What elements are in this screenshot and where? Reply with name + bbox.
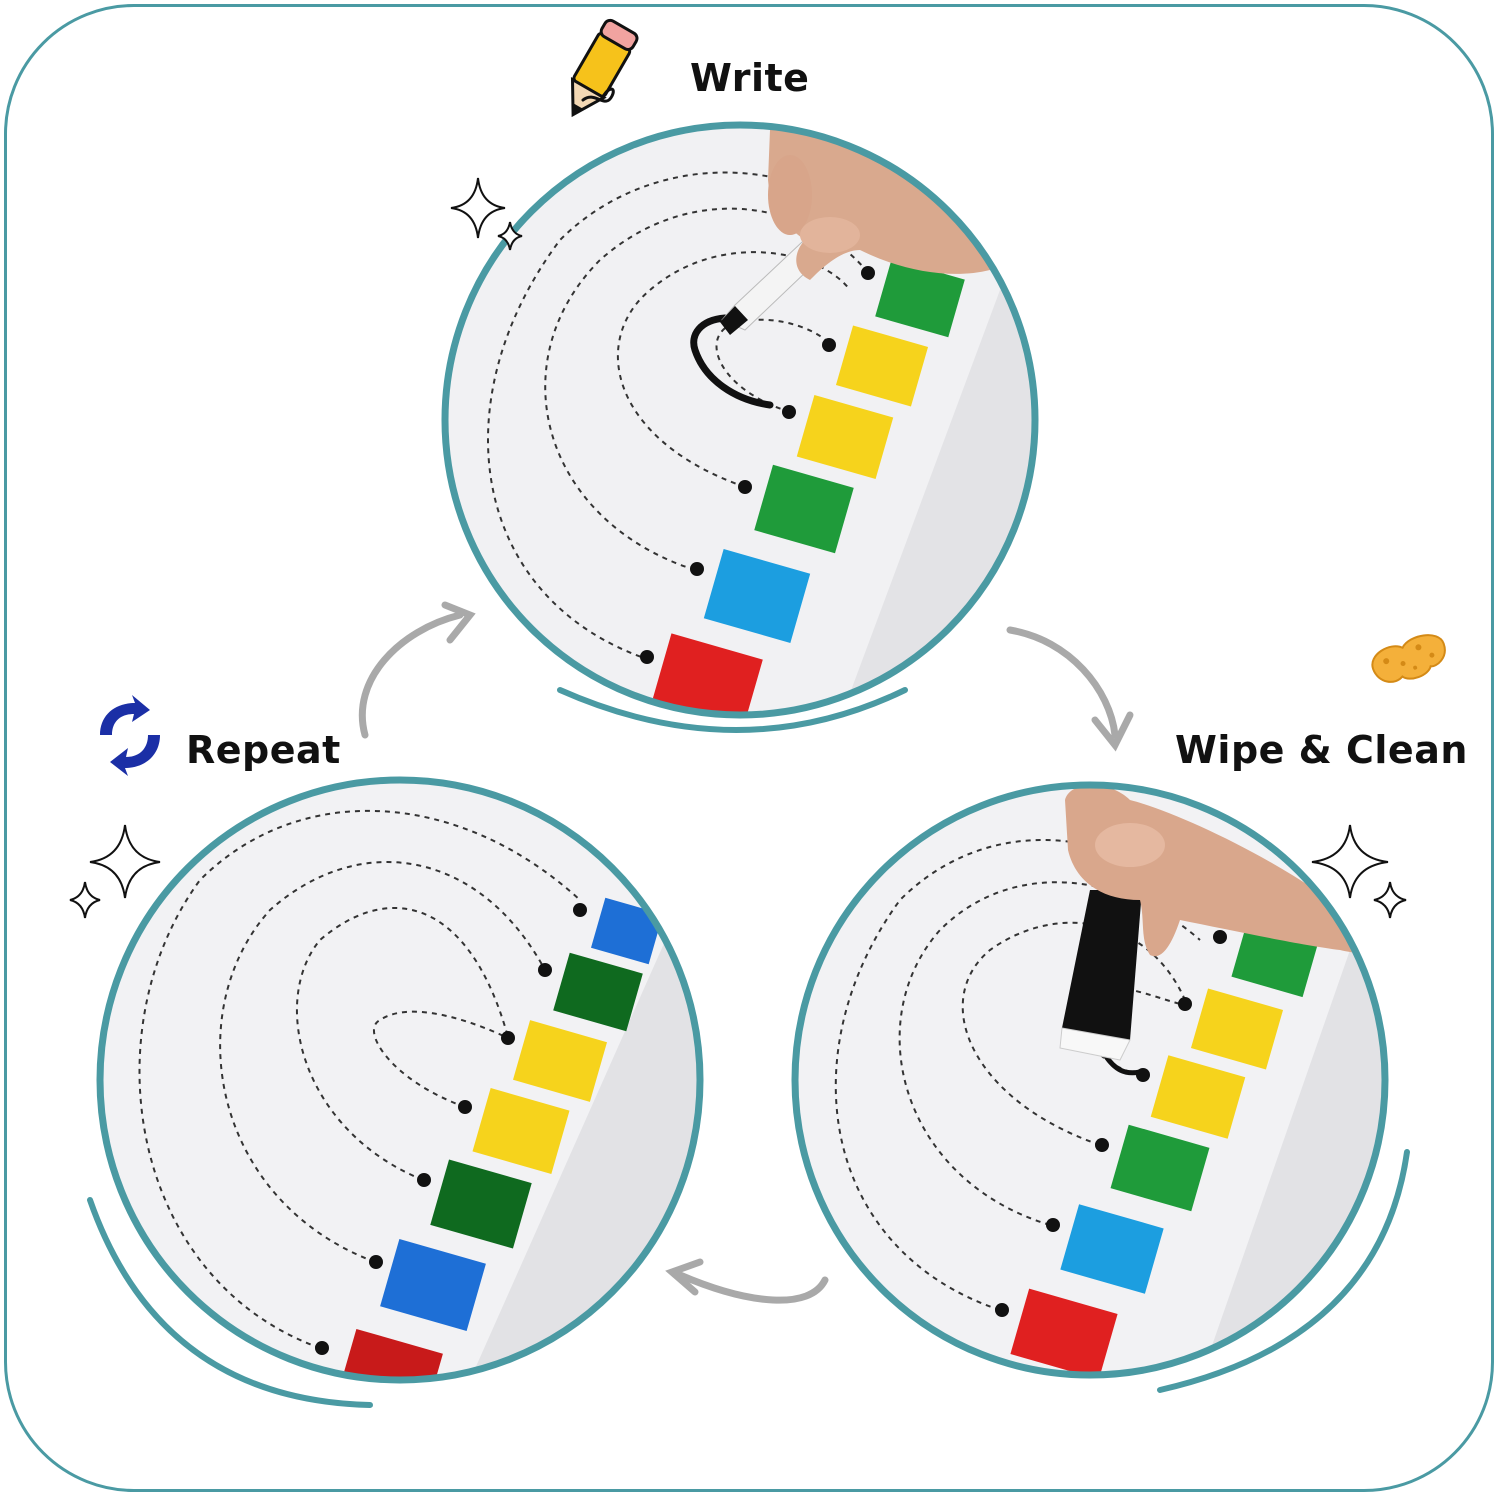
- wipe-circle: [791, 781, 1389, 1379]
- repeat-underline-arc: [87, 1197, 373, 1408]
- step-label-wipe: Wipe & Clean: [1175, 728, 1468, 772]
- step-label-repeat: Repeat: [186, 728, 341, 772]
- sparkle-icon: [69, 881, 101, 919]
- wipe-underline-arc: [1157, 1149, 1410, 1393]
- pencil-icon: [570, 18, 639, 118]
- sparkle-icon: [89, 824, 161, 899]
- hand-with-eraser: [1059, 785, 1369, 1061]
- sparkle-icon: [1311, 824, 1389, 899]
- outer-frame: [4, 4, 1494, 1492]
- written-line: [690, 314, 774, 409]
- cycle-arrows: [358, 601, 1134, 1304]
- hand-with-marker: [720, 125, 1000, 335]
- arrow-write-to-wipe-head: [1091, 711, 1134, 752]
- arrow-write-to-wipe: [1006, 626, 1119, 739]
- repeat-photo: [100, 780, 700, 1380]
- sparkle-icons: [69, 177, 1407, 919]
- refresh-icon: [100, 695, 160, 776]
- start-dots: [640, 266, 875, 664]
- write-circle: [441, 121, 1039, 719]
- sparkle-icon: [497, 221, 523, 251]
- arrow-repeat-to-write: [358, 611, 464, 739]
- sparkle-icon: [450, 177, 506, 239]
- write-underline-arc: [557, 687, 908, 733]
- arrow-repeat-to-write-head: [441, 601, 476, 644]
- sponge-icon: [1371, 634, 1446, 683]
- step-label-write: Write: [690, 56, 810, 100]
- write-photo: [445, 125, 1035, 715]
- repeat-circle: [96, 776, 704, 1384]
- sparkle-icon: [1373, 881, 1407, 919]
- arrow-wipe-to-repeat-head: [665, 1258, 704, 1296]
- wipe-photo: [795, 785, 1385, 1375]
- arrow-wipe-to-repeat: [676, 1271, 829, 1304]
